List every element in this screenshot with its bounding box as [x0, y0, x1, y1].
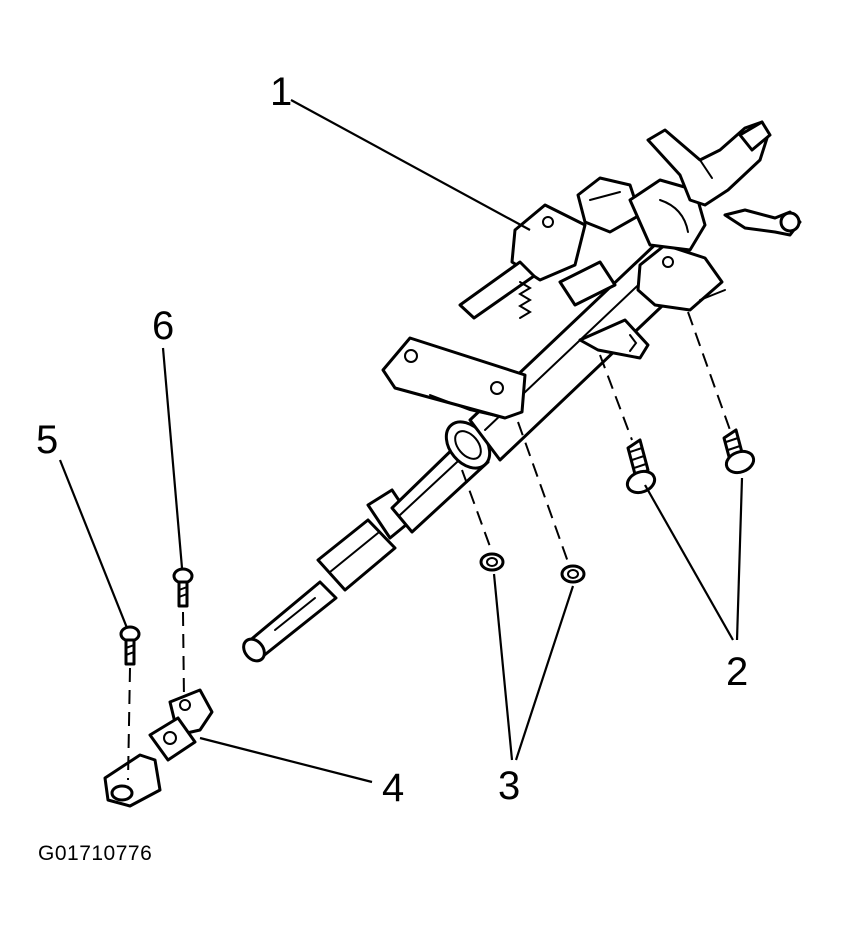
intermediate-shaft-coupler	[103, 688, 214, 808]
leader-2b	[735, 477, 744, 641]
callout-6: 6	[152, 304, 175, 348]
leader-3a	[492, 573, 514, 761]
leader-5	[58, 459, 129, 629]
leader-2a	[644, 484, 734, 641]
leader-3b	[514, 585, 575, 761]
bolt-5	[119, 625, 141, 781]
figure-id: G01710776	[38, 842, 153, 865]
callout-3: 3	[498, 764, 521, 808]
steering-column	[242, 120, 802, 663]
callout-2: 2	[726, 650, 749, 694]
leader-lines	[58, 99, 744, 784]
bolt-pair-2	[599, 311, 756, 495]
leader-1	[290, 99, 531, 231]
callout-1: 1	[270, 70, 293, 114]
leader-6	[161, 347, 184, 569]
leader-4	[199, 736, 373, 784]
callout-4: 4	[382, 766, 405, 810]
callout-5: 5	[36, 418, 59, 462]
nut-pair-3	[461, 421, 586, 584]
bolt-6	[172, 567, 194, 701]
